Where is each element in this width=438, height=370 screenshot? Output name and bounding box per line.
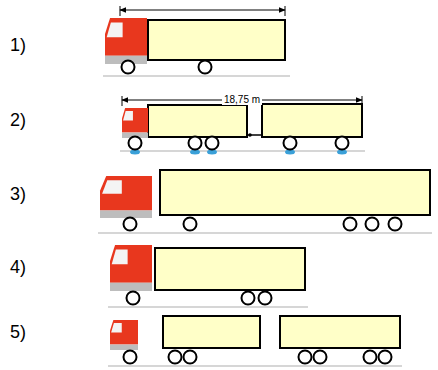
wheel (314, 351, 327, 364)
ground-line (120, 150, 365, 152)
dimension-line (120, 10, 285, 11)
wheel (124, 351, 137, 364)
wheel (184, 218, 197, 231)
wheel (242, 292, 255, 305)
dimension-tick (120, 6, 285, 16)
wheel (206, 137, 219, 150)
truck-cab (110, 320, 138, 350)
cab-body (122, 108, 148, 133)
cargo-box (148, 20, 285, 60)
wheel (389, 218, 402, 231)
wheel (122, 61, 135, 74)
cargo-box (280, 316, 400, 348)
truck-cab (100, 176, 152, 218)
cab-body (105, 18, 147, 56)
ground-line (108, 365, 402, 367)
cab-bumper (110, 345, 138, 350)
truck-cab (110, 245, 152, 291)
cargo-box (160, 170, 430, 215)
wheel (364, 351, 377, 364)
cab-window (112, 250, 128, 265)
cab-bumper (110, 283, 152, 291)
wheel (199, 61, 212, 74)
wheel (184, 351, 197, 364)
cab-body (100, 176, 152, 210)
wheel (124, 218, 137, 231)
wheel (127, 292, 140, 305)
wheel (129, 137, 142, 150)
row-number: 1) (10, 36, 26, 54)
cab-window (107, 23, 123, 38)
cargo-box (262, 104, 362, 137)
cargo-box (163, 316, 260, 348)
cab-body (110, 320, 138, 345)
wheel (169, 351, 182, 364)
cab-window (111, 323, 122, 333)
ground-line (98, 232, 432, 234)
wheel (299, 351, 312, 364)
row-number: 2) (10, 111, 26, 129)
row-number: 5) (10, 323, 26, 341)
coupling (248, 133, 252, 137)
ground-line (103, 75, 290, 77)
wheel (259, 292, 272, 305)
cargo-box (155, 248, 305, 290)
wheel (344, 218, 357, 231)
ground-line (108, 306, 308, 308)
cargo-box (148, 105, 247, 137)
wheel (366, 218, 379, 231)
cab-window (102, 180, 122, 193)
wheel (379, 351, 392, 364)
cab-body (110, 245, 152, 283)
wheel (336, 137, 349, 150)
dimension-label: 18,75 m (222, 95, 262, 105)
wheel (284, 137, 297, 150)
cab-bumper (100, 210, 152, 218)
row-number: 3) (10, 185, 26, 203)
truck-cab (122, 108, 148, 138)
cab-window (123, 111, 133, 121)
wheel (189, 137, 202, 150)
truck-cab (105, 18, 147, 64)
row-number: 4) (10, 258, 26, 276)
